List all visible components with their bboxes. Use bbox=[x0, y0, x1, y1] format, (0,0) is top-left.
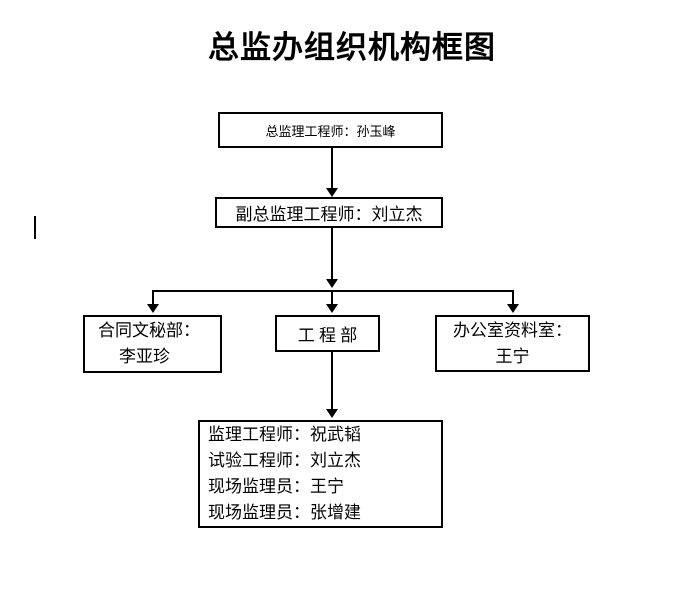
connector-branch-left-line bbox=[152, 292, 154, 305]
org-node-contract-dept[interactable]: 合同文秘部： 李亚珍 bbox=[83, 315, 222, 373]
org-node-engineering-dept[interactable]: 工 程 部 bbox=[275, 315, 380, 352]
org-node-chief-label: 总监理工程师：孙玉峰 bbox=[265, 123, 396, 139]
connector-chief-deputy-line bbox=[331, 148, 333, 189]
org-node-contract-dept-name: 李亚珍 bbox=[119, 347, 170, 366]
org-node-deputy-label: 副总监理工程师：刘立杰 bbox=[235, 205, 423, 224]
connector-branch-center-line bbox=[331, 292, 333, 305]
org-node-chief[interactable]: 总监理工程师：孙玉峰 bbox=[218, 112, 443, 148]
org-node-staff[interactable]: 监理工程师：祝武韬 试验工程师：刘立杰 现场监理员：王宁 现场监理员：张增建 bbox=[198, 420, 443, 528]
arrowhead-down-icon bbox=[326, 279, 338, 288]
org-node-office-dept[interactable]: 办公室资料室： 王宁 bbox=[435, 315, 590, 372]
staff-line: 监理工程师：祝武韬 bbox=[208, 425, 361, 444]
staff-line: 试验工程师：刘立杰 bbox=[208, 451, 361, 470]
staff-line: 现场监理员：张增建 bbox=[208, 503, 361, 522]
arrowhead-down-icon bbox=[147, 304, 159, 313]
org-node-contract-dept-title: 合同文秘部： bbox=[98, 321, 200, 340]
connector-branch-right-line bbox=[512, 292, 514, 305]
arrowhead-down-icon bbox=[326, 409, 338, 418]
page-title: 总监办组织机构框图 bbox=[208, 30, 496, 65]
staff-line: 现场监理员：王宁 bbox=[208, 477, 344, 496]
org-node-deputy[interactable]: 副总监理工程师：刘立杰 bbox=[215, 197, 443, 228]
connector-branch-horizontal-line bbox=[152, 290, 514, 292]
arrowhead-down-icon bbox=[507, 304, 519, 313]
org-node-office-dept-title: 办公室资料室： bbox=[453, 320, 572, 340]
org-node-office-dept-name: 王宁 bbox=[495, 346, 530, 366]
connector-engineering-staff-line bbox=[331, 352, 333, 410]
org-node-engineering-dept-title: 工 程 部 bbox=[297, 326, 358, 345]
connector-deputy-branch-line bbox=[331, 228, 333, 280]
text-cursor bbox=[34, 216, 36, 239]
arrowhead-down-icon bbox=[326, 188, 338, 197]
arrowhead-down-icon bbox=[326, 304, 338, 313]
